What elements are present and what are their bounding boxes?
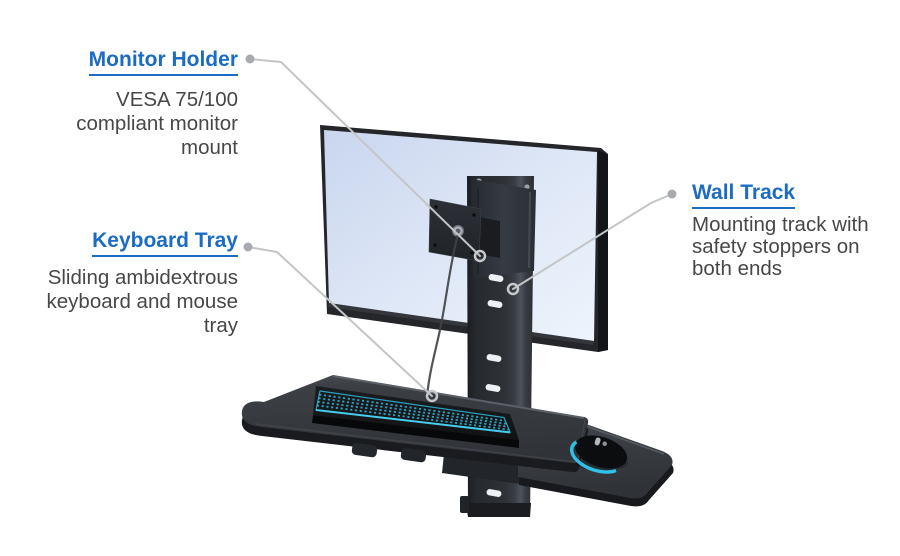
description-line: tray: [203, 314, 238, 337]
callout-lines: [247, 58, 673, 397]
keyboard-tray-description: Sliding ambidextrous keyboard and mouse …: [0, 266, 238, 338]
callout-keyboard-tray: Keyboard Tray Sliding ambidextrous keybo…: [0, 229, 238, 338]
keyboard-keys: [316, 393, 509, 431]
description-line: VESA 75/100: [116, 88, 238, 111]
callout-monitor-holder: Monitor Holder VESA 75/100 compliant mon…: [0, 48, 238, 160]
description-line: both ends: [692, 257, 783, 280]
monitor-holder-title: Monitor Holder: [88, 48, 238, 76]
wall-track-callout-line: [512, 193, 673, 290]
mouse-scroll-wheel: [594, 437, 601, 446]
description-line: safety stoppers on: [692, 235, 860, 258]
description-line: mount: [181, 136, 238, 159]
callout-wall-track: Wall Track Mounting track with safety st…: [692, 181, 900, 280]
track-slots: [485, 274, 504, 497]
monitor-cable: [425, 233, 460, 397]
mouse: [569, 435, 628, 474]
keyboard-tray-callout-line: [247, 246, 433, 397]
keyboard-tray-title: Keyboard Tray: [92, 229, 238, 257]
wall-track-title: Wall Track: [692, 181, 796, 209]
keyboard: [312, 386, 519, 448]
description-line: keyboard and mouse: [46, 290, 238, 313]
mouse-glow: [569, 440, 617, 474]
monitor-holder-description: VESA 75/100 compliant monitor mount: [0, 88, 238, 160]
callout-dots: [243, 54, 677, 252]
description-line: Sliding ambidextrous: [47, 266, 238, 289]
callout-rings: [425, 249, 520, 403]
description-line: Mounting track with: [692, 213, 869, 236]
description-line: compliant monitor: [76, 112, 238, 135]
wall-track-description: Mounting track with safety stoppers on b…: [692, 214, 900, 280]
monitor-holder-callout-line: [249, 58, 481, 257]
